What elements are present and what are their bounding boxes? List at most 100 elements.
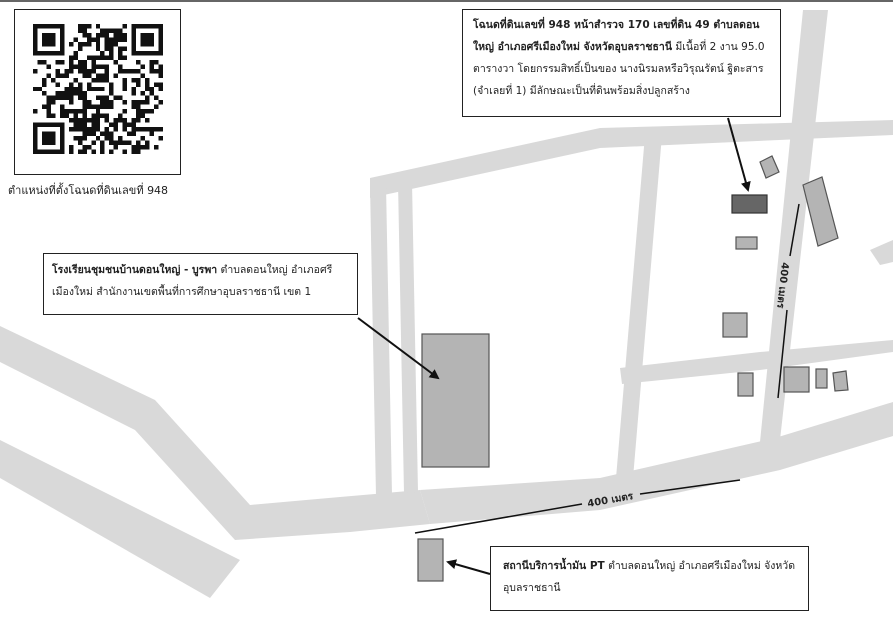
qr-module bbox=[55, 91, 60, 96]
qr-module bbox=[104, 95, 110, 101]
qr-module bbox=[91, 149, 96, 154]
qr-module bbox=[109, 104, 114, 110]
qr-module bbox=[77, 68, 83, 74]
callout-school-body: ตำบลดอนใหญ่ อำเภอศรีเมืองใหม่ สำนักงานเข… bbox=[52, 264, 333, 298]
qr-module bbox=[41, 104, 47, 110]
qr-module bbox=[118, 68, 123, 74]
qr-module bbox=[149, 109, 155, 114]
qr-module bbox=[68, 149, 74, 154]
qr-module bbox=[100, 32, 105, 38]
qr-module bbox=[41, 131, 47, 137]
qr-module bbox=[86, 131, 92, 137]
qr-module bbox=[154, 104, 159, 110]
qr-module bbox=[59, 24, 65, 29]
callout-school-title: โรงเรียนชุมชนบ้านดอนใหญ่ - บูรพา bbox=[52, 264, 218, 276]
qr-module bbox=[131, 149, 137, 154]
qr-module bbox=[41, 50, 47, 56]
qr-module bbox=[118, 55, 123, 60]
qr-module bbox=[136, 50, 141, 56]
qr-module bbox=[64, 73, 69, 78]
qr-module bbox=[86, 32, 92, 38]
qr-module bbox=[77, 91, 83, 96]
qr-module bbox=[91, 37, 96, 42]
qr-module bbox=[100, 145, 105, 150]
callout-land-body: มีเนื้อที่ 2 งาน 95.0 ตารางวา โดยกรรมสิท… bbox=[473, 41, 765, 97]
qr-module bbox=[131, 24, 137, 29]
qr-module bbox=[154, 82, 159, 87]
qr-module bbox=[154, 24, 159, 29]
qr-module bbox=[46, 24, 51, 29]
qr-module bbox=[100, 104, 105, 110]
qr-module bbox=[68, 64, 74, 69]
qr-module bbox=[33, 109, 38, 114]
qr-module bbox=[77, 59, 83, 65]
qr-module bbox=[50, 95, 56, 101]
qr-module bbox=[100, 95, 105, 101]
qr-module bbox=[68, 118, 74, 123]
qr-module bbox=[91, 118, 96, 123]
qr-module bbox=[33, 140, 38, 146]
road-north bbox=[370, 120, 893, 198]
qr-module bbox=[73, 91, 78, 96]
qr-module bbox=[109, 122, 114, 128]
qr-module bbox=[158, 68, 163, 74]
qr-module bbox=[50, 131, 56, 137]
qr-module bbox=[55, 68, 60, 74]
qr-module bbox=[145, 145, 150, 150]
qr-module bbox=[109, 55, 114, 60]
qr-module bbox=[104, 64, 110, 69]
qr-module bbox=[158, 100, 163, 105]
road-main-east bbox=[420, 402, 893, 524]
qr-module bbox=[100, 140, 105, 146]
qr-module bbox=[158, 127, 163, 132]
qr-module bbox=[131, 131, 137, 137]
qr-module bbox=[104, 55, 110, 60]
qr-module bbox=[113, 37, 119, 42]
qr-module bbox=[41, 41, 47, 47]
qr-module bbox=[86, 73, 92, 78]
qr-module bbox=[77, 122, 83, 128]
qr-module bbox=[91, 68, 96, 74]
qr-module bbox=[59, 109, 65, 114]
qr-module bbox=[37, 149, 42, 154]
qr-module bbox=[82, 32, 87, 38]
qr-module bbox=[100, 77, 105, 83]
qr-module bbox=[37, 86, 42, 92]
qr-module bbox=[33, 68, 38, 74]
qr-module bbox=[145, 50, 150, 56]
building-small-5 bbox=[783, 366, 810, 393]
qr-module bbox=[68, 145, 74, 150]
qr-module bbox=[77, 109, 83, 114]
qr-module bbox=[73, 77, 78, 83]
qr-module bbox=[122, 100, 128, 105]
qr-module bbox=[145, 37, 150, 42]
qr-module bbox=[59, 104, 65, 110]
qr-module bbox=[68, 82, 74, 87]
qr-module bbox=[109, 100, 114, 105]
qr-module bbox=[95, 64, 101, 69]
qr-module bbox=[59, 28, 65, 33]
qr-module bbox=[149, 64, 155, 69]
qr-module bbox=[104, 113, 110, 119]
qr-module bbox=[118, 32, 123, 38]
qr-module bbox=[95, 46, 101, 51]
qr-module bbox=[136, 127, 141, 132]
building-small-1 bbox=[759, 155, 780, 179]
qr-module bbox=[104, 28, 110, 33]
qr-module bbox=[64, 91, 69, 96]
qr-module bbox=[73, 86, 78, 92]
qr-module bbox=[59, 32, 65, 38]
qr-module bbox=[41, 82, 47, 87]
qr-module bbox=[37, 59, 42, 65]
qr-module bbox=[64, 109, 69, 114]
qr-module bbox=[113, 73, 119, 78]
qr-module bbox=[136, 77, 141, 83]
qr-module bbox=[145, 86, 150, 92]
qr-module bbox=[140, 50, 146, 56]
qr-module bbox=[73, 109, 78, 114]
qr-module bbox=[41, 149, 47, 154]
qr-module bbox=[136, 82, 141, 87]
qr-module bbox=[118, 28, 123, 33]
qr-module bbox=[149, 50, 155, 56]
qr-module bbox=[109, 37, 114, 42]
